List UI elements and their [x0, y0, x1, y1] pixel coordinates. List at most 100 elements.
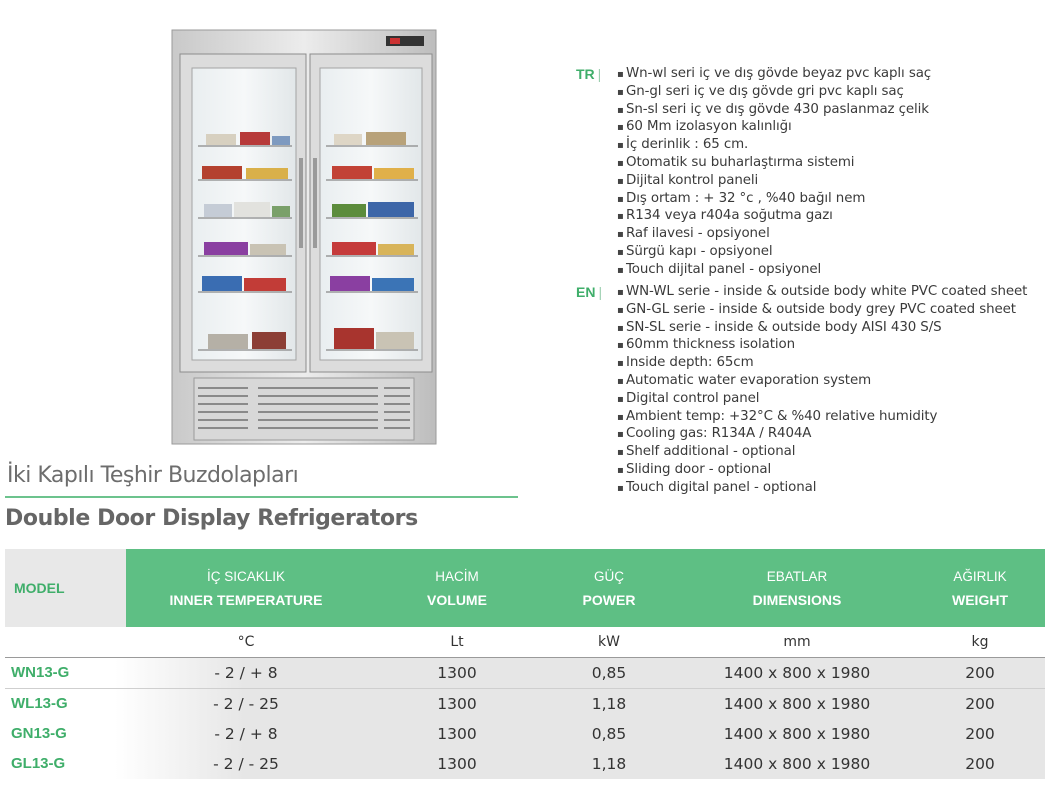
- title-english: Double Door Display Refrigerators: [5, 506, 418, 531]
- bullet-icon: ▪: [617, 264, 624, 276]
- header-band: [126, 549, 1045, 627]
- bullet-icon: ▪: [617, 246, 624, 258]
- column-header-en: VOLUME: [427, 592, 487, 608]
- table-cell: 200: [965, 695, 995, 713]
- bullet-icon: ▪: [617, 358, 624, 370]
- table-cell: 1,18: [591, 755, 627, 773]
- bullet-icon: ▪: [617, 482, 624, 494]
- table-cell: 200: [965, 725, 995, 743]
- column-header: HACİM VOLUME: [357, 549, 557, 627]
- spec-item: ▪Gn-gl seri iç ve dış gövde gri pvc kapl…: [617, 84, 1054, 102]
- table-cell: 1300: [437, 664, 477, 682]
- bullet-icon: ▪: [617, 157, 624, 169]
- spec-item-text: Otomatik su buharlaştırma sistemi: [626, 154, 855, 170]
- bullet-icon: ▪: [617, 464, 624, 476]
- column-header-tr: İÇ SICAKLIK: [206, 569, 286, 584]
- spec-item-text: Automatic water evaporation system: [626, 372, 872, 388]
- model-header-cell: MODEL: [5, 549, 126, 627]
- spec-item-text: Shelf additional - optional: [626, 444, 796, 460]
- spec-item-text: Cooling gas: R134A / R404A: [626, 426, 812, 442]
- table-cell: 1400 x 800 x 1980: [723, 755, 871, 773]
- bullet-icon: ▪: [617, 340, 624, 352]
- table-cell: 200: [965, 755, 995, 773]
- spec-item-text: Touch digital panel - optional: [626, 479, 817, 495]
- spec-item: ▪Sürgü kapı - opsiyonel: [617, 244, 1054, 262]
- spec-item-text: Raf ilavesi - opsiyonel: [626, 226, 770, 242]
- bullet-icon: ▪: [617, 429, 624, 441]
- bullet-icon: ▪: [617, 411, 624, 423]
- title-turkish: İki Kapılı Teşhir Buzdolapları: [7, 463, 299, 488]
- spec-item: ▪SN-SL serie - inside & outside body AIS…: [617, 320, 1054, 338]
- column-header-tr: HACİM: [435, 569, 479, 584]
- spec-item-text: Wn-wl seri iç ve dış gövde beyaz pvc kap…: [626, 66, 932, 81]
- column-header: AĞIRLIK WEIGHT: [880, 549, 1054, 627]
- bullet-icon: ▪: [617, 393, 624, 405]
- spec-item-text: İç derinlik : 65 cm.: [626, 137, 749, 153]
- spec-item: ▪Sn-sl seri iç ve dış gövde 430 paslanma…: [617, 102, 1054, 120]
- spec-item: ▪Touch dijital panel - opsiyonel: [617, 262, 1054, 280]
- table-cell: 0,85: [591, 725, 627, 743]
- table-cell: 1,18: [591, 695, 627, 713]
- column-header-en: POWER: [582, 592, 636, 608]
- spec-item-text: SN-SL serie - inside & outside body AISI…: [626, 319, 942, 335]
- unit-label: kg: [971, 634, 989, 650]
- table-cell: - 2 / - 25: [213, 755, 279, 773]
- spec-item: ▪Wn-wl seri iç ve dış gövde beyaz pvc ka…: [617, 66, 1054, 84]
- spec-item-text: 60 Mm izolasyon kalınlığı: [626, 119, 792, 135]
- spec-item-text: Sliding door - optional: [626, 461, 772, 477]
- bullet-icon: ▪: [617, 229, 624, 241]
- column-header-en: DIMENSIONS: [752, 592, 842, 608]
- spec-item: ▪Dış ortam : + 32 °c , %40 bağıl nem: [617, 191, 1054, 209]
- spec-item-text: GN-GL serie - inside & outside body grey…: [626, 301, 1016, 317]
- model-cell: GN13-G: [11, 725, 67, 742]
- table-cell: 1300: [437, 755, 477, 773]
- spec-item: ▪GN-GL serie - inside & outside body gre…: [617, 302, 1054, 320]
- refrigerator-image: [171, 29, 437, 445]
- bullet-icon: ▪: [617, 287, 624, 298]
- model-cell: WL13-G: [11, 695, 68, 712]
- bullet-icon: ▪: [617, 211, 624, 223]
- spec-item-text: R134 veya r404a soğutma gazı: [626, 208, 833, 224]
- spec-item: ▪Shelf additional - optional: [617, 444, 1054, 462]
- spec-item-text: Touch dijital panel - opsiyonel: [626, 261, 822, 277]
- table-cell: - 2 / + 8: [214, 725, 278, 743]
- row-divider: [5, 688, 1045, 689]
- spec-item: ▪Cooling gas: R134A / R404A: [617, 426, 1054, 444]
- bullet-icon: ▪: [617, 304, 624, 316]
- column-header-en: WEIGHT: [952, 592, 1008, 608]
- spec-item-text: Inside depth: 65cm: [626, 355, 754, 371]
- lang-label-en: EN|: [576, 284, 603, 300]
- spec-item: ▪Sliding door - optional: [617, 462, 1054, 480]
- column-header-tr: AĞIRLIK: [953, 569, 1007, 584]
- spec-item: ▪Touch digital panel - optional: [617, 480, 1054, 498]
- spec-item-text: Dijital kontrol paneli: [626, 172, 759, 188]
- unit-label: mm: [783, 634, 811, 650]
- spec-item: ▪60mm thickness isolation: [617, 337, 1054, 355]
- bullet-icon: ▪: [617, 140, 624, 152]
- spec-item: ▪Dijital kontrol paneli: [617, 173, 1054, 191]
- model-cell: WN13-G: [11, 664, 70, 681]
- spec-item: ▪Ambient temp: +32°C & %40 relative humi…: [617, 409, 1054, 427]
- spec-item: ▪R134 veya r404a soğutma gazı: [617, 208, 1054, 226]
- spec-item: ▪WN-WL serie - inside & outside body whi…: [617, 284, 1054, 302]
- spec-item: ▪Otomatik su buharlaştırma sistemi: [617, 155, 1054, 173]
- spec-item-text: Ambient temp: +32°C & %40 relative humid…: [626, 408, 938, 424]
- table-cell: 1300: [437, 695, 477, 713]
- spec-item: ▪Raf ilavesi - opsiyonel: [617, 226, 1054, 244]
- bullet-icon: ▪: [617, 322, 624, 334]
- unit-label: kW: [598, 634, 620, 650]
- units-divider: [5, 657, 1045, 658]
- table-cell: 0,85: [591, 664, 627, 682]
- unit-label: °C: [237, 634, 255, 650]
- bullet-icon: ▪: [617, 175, 624, 187]
- spec-item-text: Sürgü kapı - opsiyonel: [626, 243, 773, 259]
